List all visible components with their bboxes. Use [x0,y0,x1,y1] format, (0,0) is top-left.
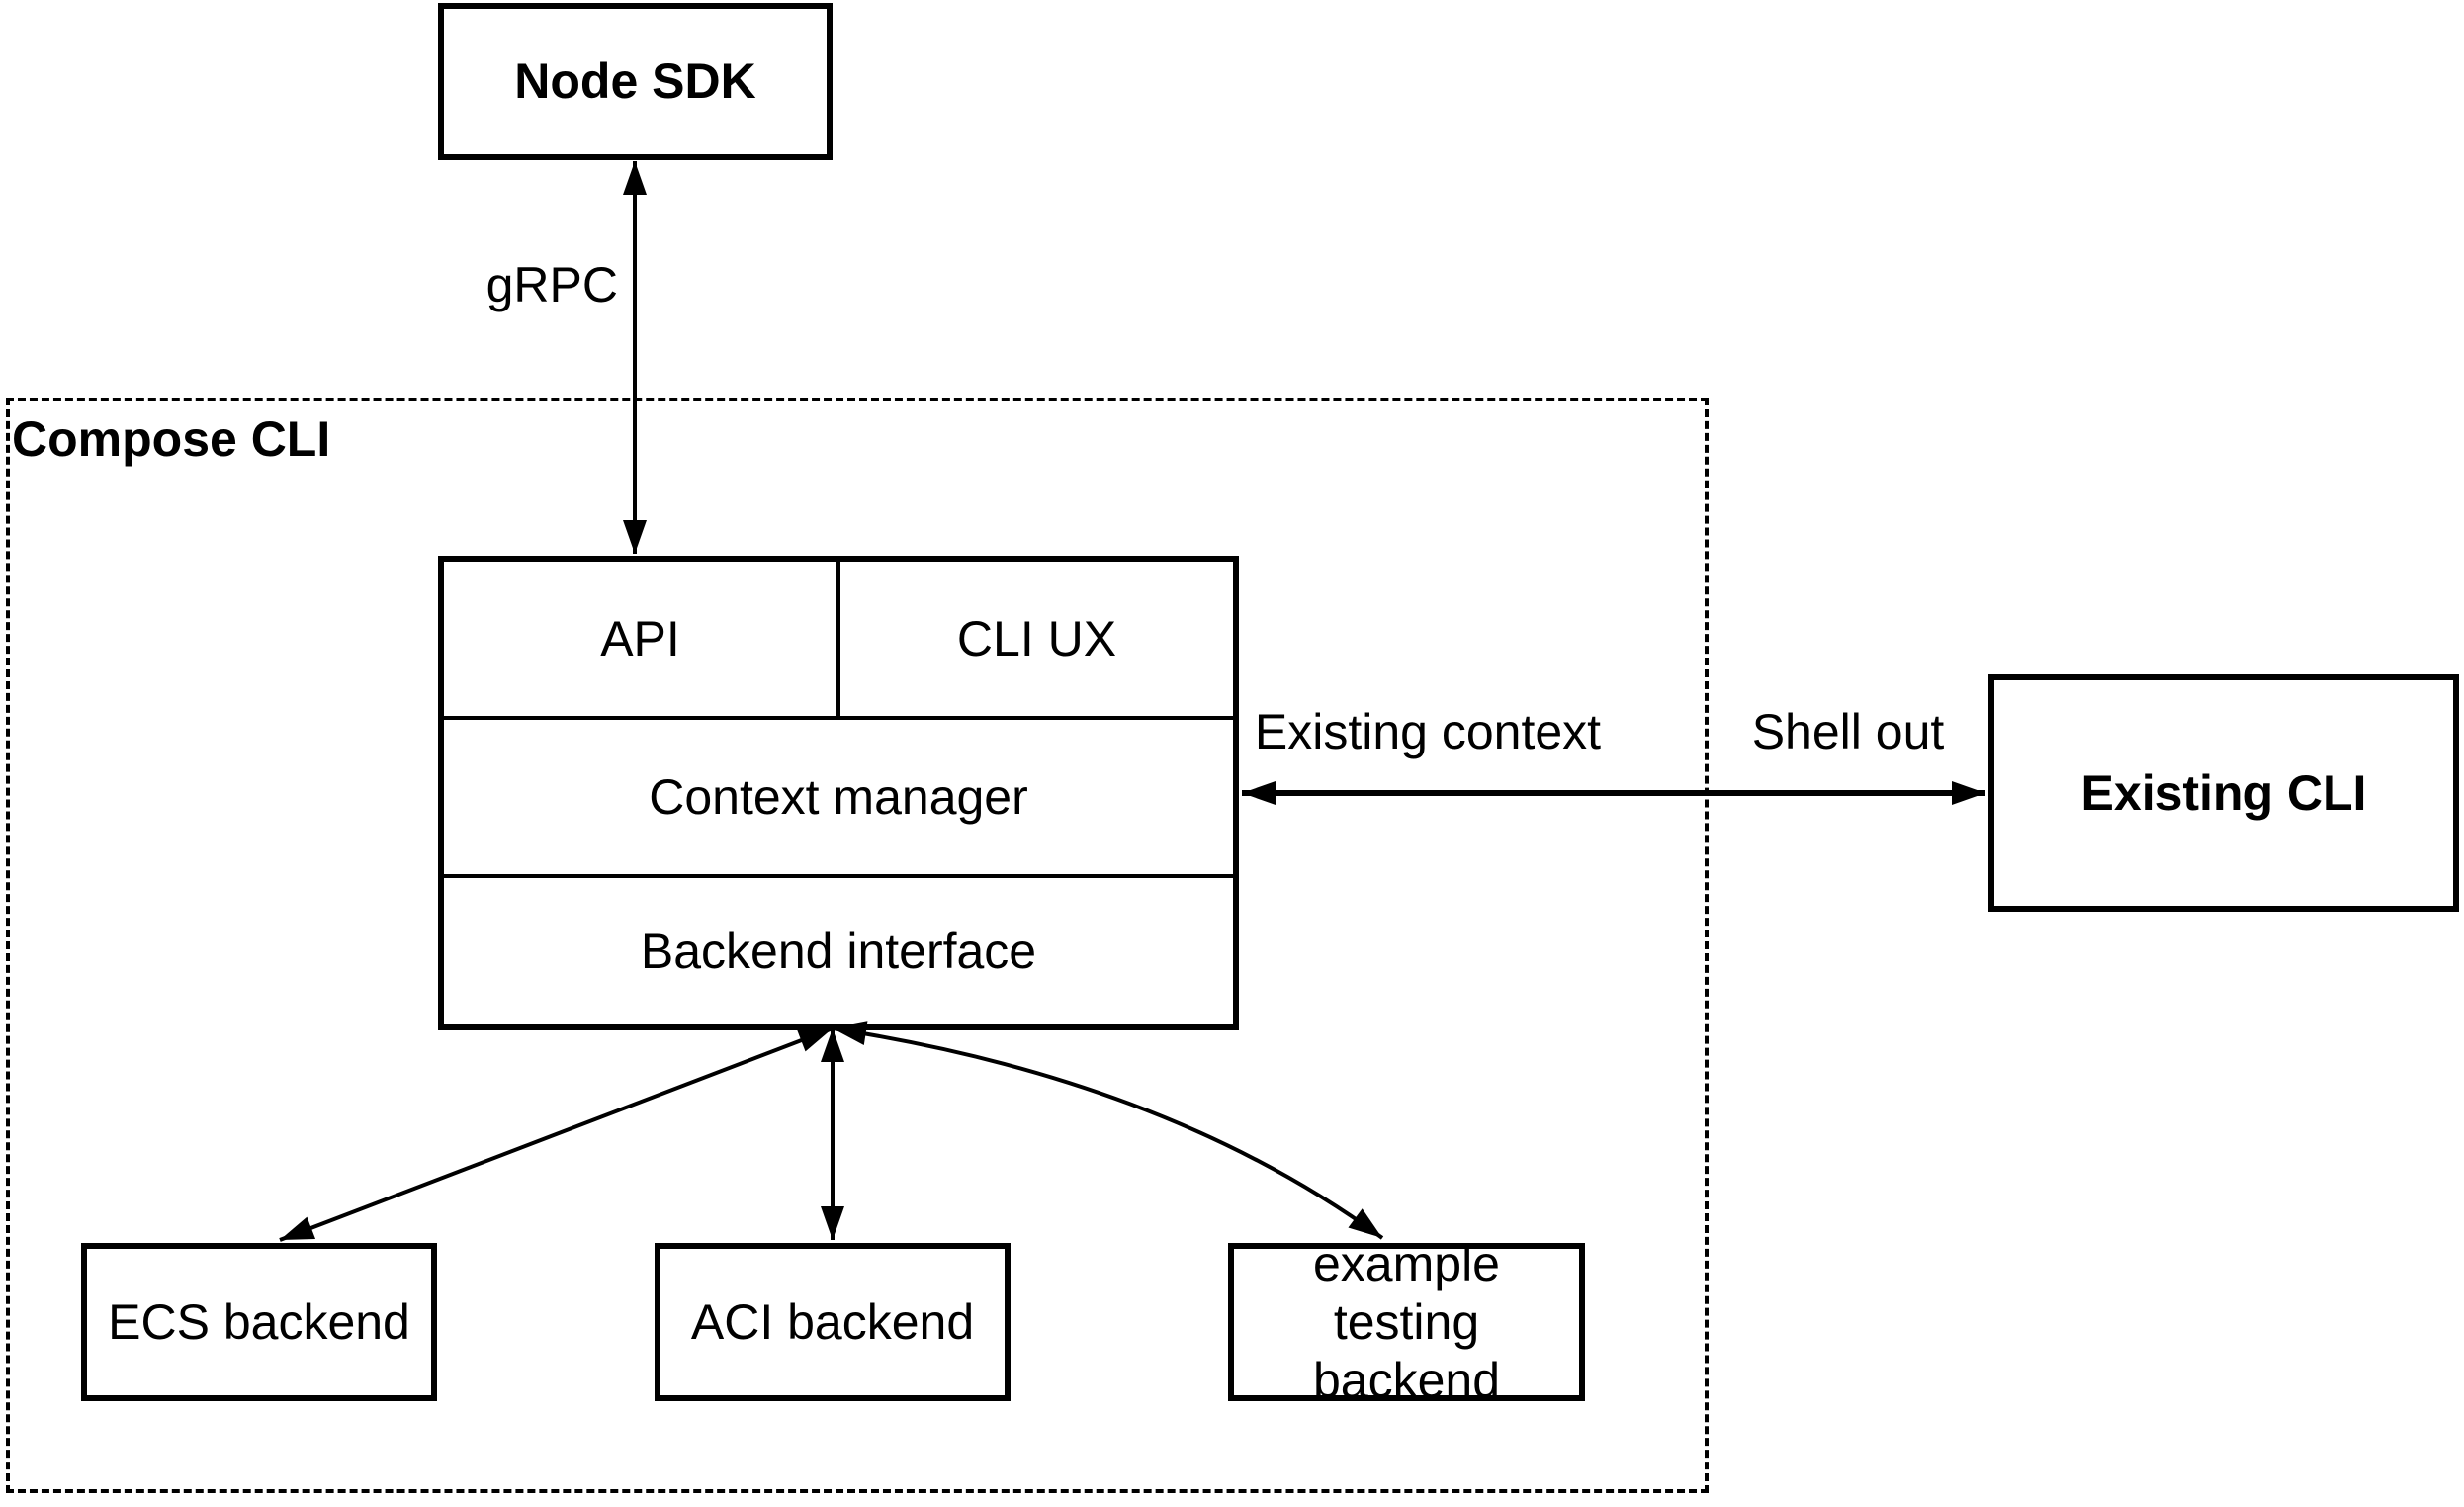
ecs-backend-box: ECS backend [81,1243,437,1401]
example-testing-backend-box: example testing backend [1228,1236,1585,1408]
backend-interface-cell: Backend interface [444,874,1233,1024]
node-sdk-box: Node SDK [438,3,833,160]
existing-cli-box: Existing CLI [1988,674,2459,912]
compose-cli-container [6,398,1709,1493]
api-cell: API [444,562,840,716]
shell-out-edge-label: Shell out [1751,704,1945,759]
compose-cli-label: Compose CLI [12,411,331,467]
cli-ux-cell: CLI UX [956,611,1117,666]
existing-context-edge-label: Existing context [1254,704,1602,759]
compose-stack: API CLI UX Context manager Backend inter… [438,556,1239,1030]
context-manager-cell: Context manager [444,716,1233,874]
aci-backend-box: ACI backend [655,1243,1011,1401]
grpc-edge-label: gRPC [485,257,618,312]
stack-top-row: API CLI UX [444,562,1233,716]
